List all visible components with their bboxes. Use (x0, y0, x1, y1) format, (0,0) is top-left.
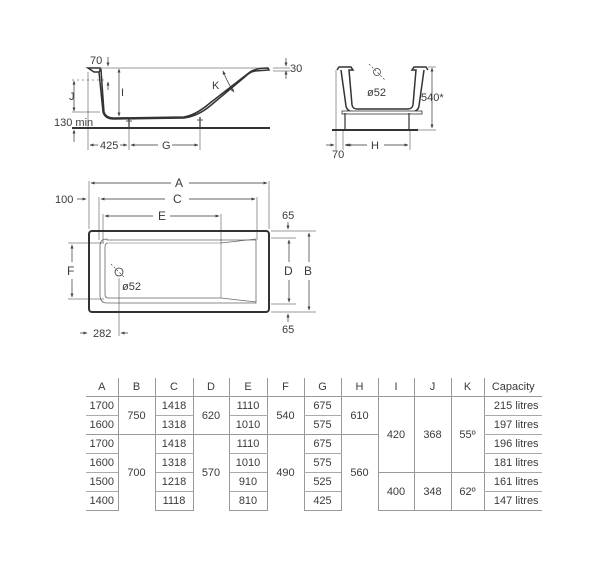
header-b: B (117, 378, 155, 397)
cell-b: 700 (117, 434, 155, 511)
table-row: 1400 1118 810 425 147 litres (86, 491, 542, 511)
width-f-label: F (67, 264, 74, 278)
cell-i: 420 (377, 396, 414, 473)
bottom-65-label: 65 (282, 324, 294, 336)
table-header-row: A B C D E F G H I J K Capacity (86, 378, 542, 397)
cell-e: 1010 (228, 453, 267, 473)
cell-a: 1600 (86, 415, 118, 435)
cell-a: 1500 (86, 472, 118, 492)
header-f: F (266, 378, 304, 397)
cell-a: 1700 (86, 434, 118, 454)
plan-waste-diameter-label: ø52 (122, 281, 141, 293)
top-65-label: 65 (282, 210, 294, 222)
cell-g: 675 (303, 434, 341, 454)
header-capacity: Capacity (483, 378, 542, 397)
cell-j: 348 (413, 472, 451, 511)
cell-capacity: 196 litres (483, 434, 542, 454)
cell-c: 1318 (154, 453, 193, 473)
cell-j: 368 (413, 396, 451, 473)
side-rim-70-label: 70 (90, 55, 102, 67)
cell-g: 675 (303, 396, 341, 416)
header-g: G (303, 378, 341, 397)
cell-a: 1400 (86, 491, 118, 511)
cell-h: 610 (340, 396, 378, 435)
rim-30-label: 30 (290, 63, 302, 75)
depth-i-label: I (121, 87, 124, 99)
height-540-label: 540* (421, 92, 444, 104)
header-i: I (377, 378, 414, 397)
header-e: E (228, 378, 267, 397)
table-row: 1700 750 1418 620 1110 540 675 610 420 3… (86, 396, 542, 473)
leg-spacing-h-label: H (371, 140, 379, 152)
cell-k: 62º (450, 472, 484, 511)
length-c-label: C (173, 192, 182, 206)
length-a-label: A (175, 176, 183, 190)
table-row: 1700 700 1418 570 1110 490 675 560 196 l… (86, 434, 542, 511)
cell-k: 55º (450, 396, 484, 473)
cell-g: 525 (303, 472, 341, 492)
header-j: J (413, 378, 451, 397)
cell-e: 1110 (228, 434, 267, 454)
cell-g: 575 (303, 415, 341, 435)
header-h: H (340, 378, 378, 397)
cell-a: 1700 (86, 396, 118, 416)
cell-capacity: 215 litres (483, 396, 542, 416)
cell-h: 560 (340, 434, 378, 511)
cell-f: 490 (266, 434, 304, 511)
depth-j-label: J (69, 91, 75, 103)
cell-e: 810 (228, 491, 267, 511)
plan-view (68, 181, 316, 336)
cell-d: 570 (192, 434, 229, 511)
end-rim-70-label: 70 (332, 149, 344, 161)
side-view (72, 57, 290, 150)
table-row: 1600 1318 1010 575 181 litres (86, 453, 542, 473)
header-k: K (450, 378, 484, 397)
header-c: C (154, 378, 193, 397)
cell-capacity: 147 litres (483, 491, 542, 511)
cell-c: 1218 (154, 472, 193, 492)
header-d: D (192, 378, 229, 397)
cell-c: 1418 (154, 396, 193, 416)
leg-spacing-g-label: G (162, 140, 171, 152)
cell-c: 1318 (154, 415, 193, 435)
min-height-label: 130 min (54, 117, 93, 129)
cell-capacity: 197 litres (483, 415, 542, 435)
cell-g: 575 (303, 453, 341, 473)
cell-e: 1110 (228, 396, 267, 416)
cell-f: 540 (266, 396, 304, 435)
cell-g: 425 (303, 491, 341, 511)
cell-a: 1600 (86, 453, 118, 473)
table-row: 1500 1218 910 525 400 348 62º 161 litres (86, 472, 542, 511)
cell-e: 1010 (228, 415, 267, 435)
end-waste-diameter-label: ø52 (367, 87, 386, 99)
dimensions-table: A B C D E F G H I J K Capacity 1700 750 … (86, 378, 542, 511)
offset-100-label: 100 (55, 194, 73, 206)
cell-c: 1118 (154, 491, 193, 511)
cell-d: 620 (192, 396, 229, 435)
angle-k-label: K (212, 80, 220, 92)
table-row: 1600 1318 1010 575 197 litres (86, 415, 542, 435)
header-a: A (86, 378, 118, 397)
cell-c: 1418 (154, 434, 193, 454)
cell-e: 910 (228, 472, 267, 492)
cell-b: 750 (117, 396, 155, 435)
length-e-label: E (158, 209, 166, 223)
technical-drawing: 70 J I K 30 130 min 425 G ø52 540* 70 H (54, 55, 444, 340)
width-d-label: D (284, 264, 293, 278)
end-view (326, 63, 436, 150)
leg-offset-425-label: 425 (100, 140, 118, 152)
waste-offset-282-label: 282 (93, 328, 111, 340)
width-b-label: B (304, 264, 312, 278)
cell-i: 400 (377, 472, 414, 511)
cell-capacity: 181 litres (483, 453, 542, 473)
cell-capacity: 161 litres (483, 472, 542, 492)
